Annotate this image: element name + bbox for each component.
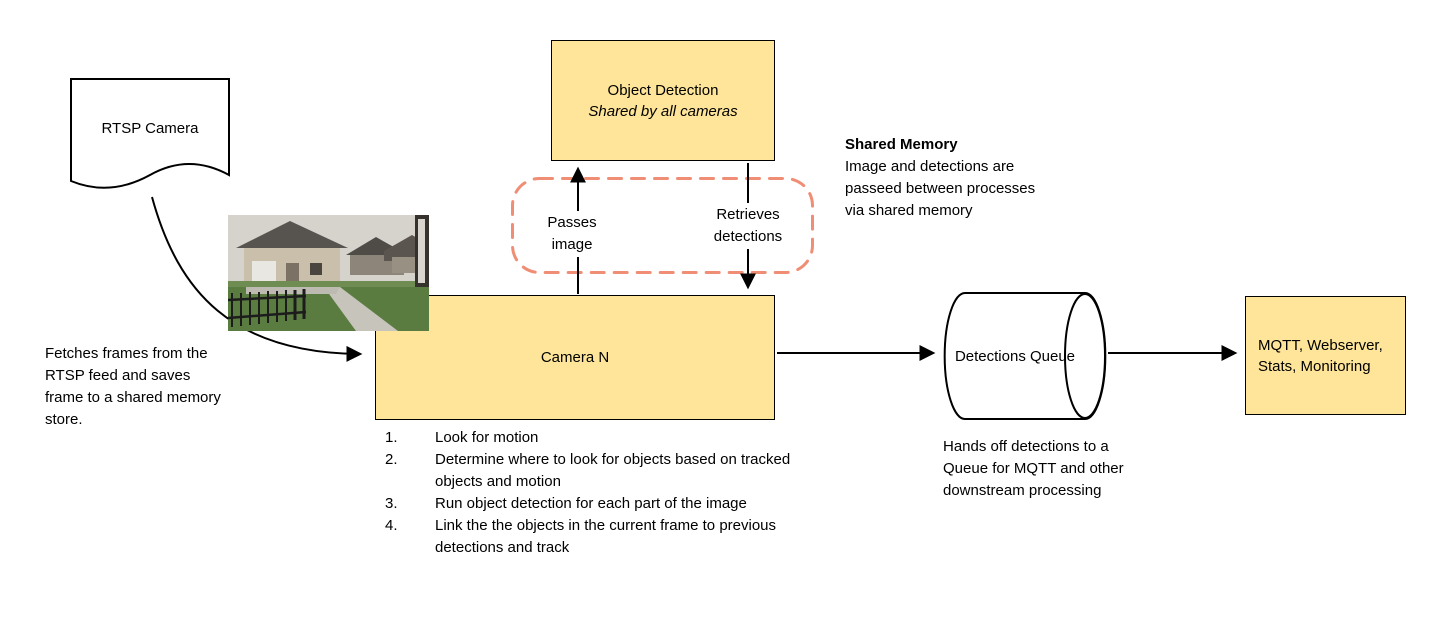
shared-memory-note-title: Shared Memory [845, 136, 958, 153]
shared-memory-note-body: Image and detections are passeed between… [845, 158, 1036, 219]
camera-step-4-text: Link the the objects in the current fram… [435, 517, 777, 556]
camera-steps-list: Look for motion Determine where to look … [385, 427, 797, 559]
mqtt-label: MQTT, Webserver, Stats, Monitoring [1258, 336, 1383, 375]
detections-queue-label: Detections Queue [954, 347, 1076, 365]
object-detection-subtitle: Shared by all cameras [588, 102, 738, 120]
retrieves-detections-label: Retrieves detections [703, 203, 793, 249]
queue-cylinder-shape [943, 292, 1107, 420]
shared-memory-note: Shared Memory Image and detections are p… [845, 134, 1053, 222]
camera-step-3-text: Run object detection for each part of th… [435, 495, 747, 512]
document-shape-icon [70, 78, 230, 189]
camera-step-2: Determine where to look for objects base… [385, 449, 797, 493]
object-detection-title: Object Detection [607, 81, 719, 99]
camera-step-1-text: Look for motion [435, 429, 539, 446]
shared-memory-region [511, 177, 814, 274]
detections-queue-node: Detections Queue [943, 291, 1107, 421]
mqtt-node: MQTT, Webserver, Stats, Monitoring [1245, 296, 1406, 415]
camera-n-node: Camera N [375, 295, 775, 420]
object-detection-node: Object Detection Shared by all cameras [551, 40, 775, 161]
snapshot-porch-post [415, 215, 429, 287]
camera-step-1: Look for motion [385, 427, 797, 449]
rtsp-camera-label: RTSP Camera [101, 120, 199, 137]
passes-image-label: Passes image [536, 211, 608, 257]
camera-snapshot-image [228, 215, 429, 331]
queue-handoff-note: Hands off detections to a Queue for MQTT… [943, 438, 1124, 499]
fetch-frames-note: Fetches frames from the RTSP feed and sa… [45, 345, 221, 428]
rtsp-camera-node: RTSP Camera [70, 78, 230, 198]
camera-step-3: Run object detection for each part of th… [385, 493, 797, 515]
camera-step-4: Link the the objects in the current fram… [385, 515, 797, 559]
camera-n-label: Camera N [540, 349, 610, 366]
shared-memory-region-outline [511, 177, 814, 274]
camera-step-2-text: Determine where to look for objects base… [435, 451, 791, 490]
